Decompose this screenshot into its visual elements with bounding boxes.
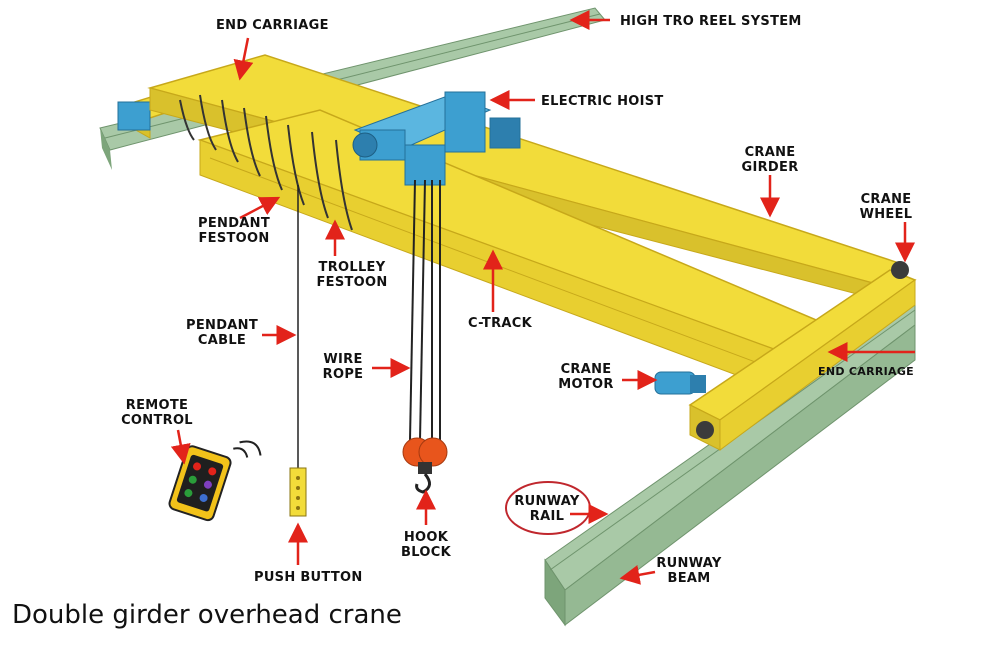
electric-hoist bbox=[352, 91, 521, 186]
label-crane-motor: CRANE MOTOR bbox=[558, 362, 614, 392]
diagram-caption: Double girder overhead crane bbox=[12, 600, 402, 630]
label-pendant-cable: PENDANT CABLE bbox=[186, 318, 258, 348]
label-end-carriage-top: END CARRIAGE bbox=[216, 18, 329, 33]
label-runway-rail: RUNWAY RAIL bbox=[514, 494, 580, 524]
label-crane-girder: CRANE GIRDER bbox=[741, 145, 799, 175]
label-electric-hoist: ELECTRIC HOIST bbox=[541, 94, 664, 109]
label-push-button: PUSH BUTTON bbox=[254, 570, 363, 585]
wire-rope bbox=[409, 179, 441, 441]
label-wire-rope: WIRE ROPE bbox=[322, 352, 364, 382]
remote-control-icon bbox=[168, 440, 262, 522]
label-high-tro-reel-system: HIGH TRO REEL SYSTEM bbox=[620, 14, 802, 29]
annotation-arrows bbox=[170, 10, 915, 585]
label-c-track: C-TRACK bbox=[468, 316, 532, 331]
label-pendant-festoon: PENDANT FESTOON bbox=[198, 216, 270, 246]
label-remote-control: REMOTE CONTROL bbox=[121, 398, 193, 428]
pendant-festoon bbox=[179, 94, 353, 231]
label-end-carriage-right: END CARRIAGE bbox=[818, 365, 914, 378]
label-hook-block: HOOK BLOCK bbox=[401, 530, 451, 560]
push-button-pendant bbox=[289, 467, 307, 517]
label-trolley-festoon: TROLLEY FESTOON bbox=[316, 260, 388, 290]
label-crane-wheel: CRANE WHEEL bbox=[859, 192, 913, 222]
end-carriage-right bbox=[688, 261, 917, 451]
crane-motor bbox=[654, 371, 706, 395]
hook-block bbox=[402, 437, 448, 494]
label-runway-beam: RUNWAY BEAM bbox=[656, 556, 722, 586]
